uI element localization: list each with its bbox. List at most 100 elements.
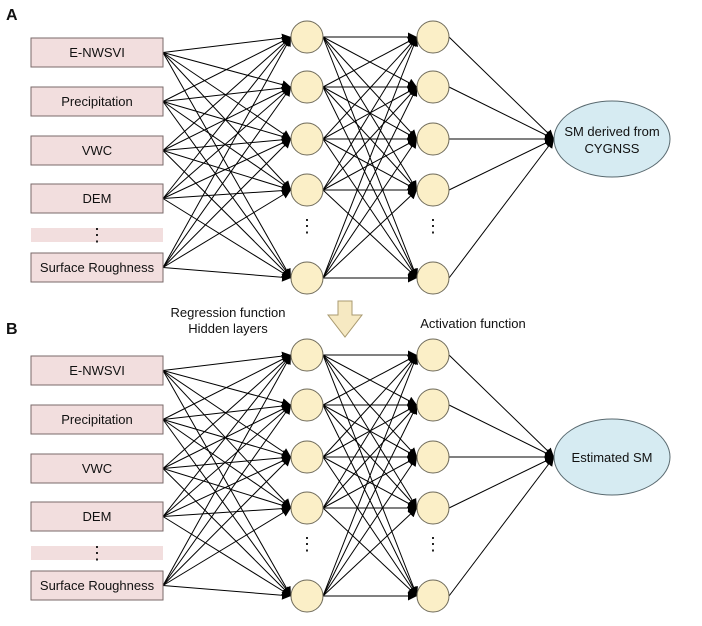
- panel-b-input-box: [30, 404, 164, 435]
- panel-b-input-edge: [162, 456, 292, 517]
- panel-b-hidden-edge: [322, 354, 418, 458]
- panel-b-input-box: [30, 570, 164, 601]
- panel-a-input-edge: [162, 267, 292, 282]
- panel-b-input-ellipsis: ⋮: [88, 543, 106, 563]
- panel-b-hidden-layer-1-neuron: [290, 388, 324, 422]
- panel-a-hidden-layer-1-neuron: [290, 122, 324, 156]
- panel-a-input-edge: [162, 36, 292, 268]
- panel-a-input-label: E-NWSVI: [69, 45, 125, 60]
- panel-a-input-label: VWC: [82, 143, 112, 158]
- panel-b-output-edge: [448, 404, 555, 458]
- panel-b-connections: [162, 350, 555, 601]
- panel-b-hidden-layer-2-neuron: [416, 491, 450, 525]
- panel-a-input-edge: [162, 52, 292, 279]
- panel-a-hidden-layer-2-neuron: [416, 70, 450, 104]
- panel-a-hidden-edge: [322, 189, 418, 279]
- panel-b-hidden-layer-1-neuron: [290, 579, 324, 613]
- panel-a-hidden-layer-2-neuron: [416, 122, 450, 156]
- panel-a-input-edge: [162, 138, 292, 268]
- panel-b-input-edge: [162, 419, 292, 509]
- panel-a-hidden-layer-2-ellipsis: ⋮: [424, 216, 442, 236]
- panel-a-hidden-layer-1-neuron: [290, 261, 324, 295]
- panel-b-input-box: [30, 355, 164, 386]
- panel-b-input-edge: [162, 404, 292, 586]
- panel-b-hidden-layer-1-neuron: [290, 491, 324, 525]
- panel-b-hidden-edge: [322, 404, 418, 597]
- panel-b-hidden-layer-1-neuron: [290, 338, 324, 372]
- panel-b-input-edge: [162, 453, 292, 469]
- panel-a-input-label: Surface Roughness: [40, 260, 155, 275]
- panel-a-hidden-edge: [322, 36, 418, 279]
- panel-a-input-edge: [162, 101, 292, 191]
- panel-a-input-edge: [162, 186, 292, 199]
- panel-a-input-edge: [162, 189, 292, 268]
- panel-b-hidden-layer-2-ellipsis: ⋮: [424, 534, 442, 554]
- panel-b-input-edge: [162, 585, 292, 600]
- panel-a-hidden-edge: [322, 36, 418, 191]
- panel-a-input-edge: [162, 33, 292, 53]
- panel-b-output-edge: [448, 456, 555, 597]
- panel-a-input-edge: [162, 36, 292, 199]
- panel-b-output-label: Estimated SM: [572, 450, 653, 465]
- panel-b-output-edge: [448, 354, 555, 458]
- panel-a-input-edge: [162, 150, 292, 192]
- panel-b-input-label: E-NWSVI: [69, 363, 125, 378]
- panel-a-input-edge: [162, 135, 292, 151]
- panel-b-input-edge: [162, 468, 292, 510]
- panel-a-hidden-layer-2-neuron: [416, 173, 450, 207]
- panel-b-hidden-layer-2-neuron: [416, 388, 450, 422]
- panel-b-input-box: [30, 501, 164, 532]
- panel-b-hidden-edge: [322, 354, 418, 509]
- panel-a-output-edge: [448, 36, 555, 140]
- panel-a-input-edge: [162, 138, 292, 199]
- panel-b-input-edge: [162, 354, 292, 420]
- panel-b-hidden-edge: [322, 456, 418, 509]
- panel-a-input-edge: [162, 86, 292, 199]
- panel-b-hidden-layer-2-neuron: [416, 440, 450, 474]
- panel-a-input-box: [30, 252, 164, 283]
- panel-a-hidden-edge: [322, 36, 418, 140]
- panel-a-connections: [162, 32, 555, 283]
- panel-b-label: B: [6, 321, 18, 338]
- panel-a-hidden-edge: [322, 86, 418, 279]
- panel-b-input-placeholder: [31, 546, 163, 560]
- panel-b-input-edge: [162, 354, 292, 517]
- panel-b-hidden-edge: [322, 354, 418, 597]
- panel-b-input-label: VWC: [82, 461, 112, 476]
- panel-b-input-edge: [162, 351, 292, 371]
- panel-b-input-label: DEM: [83, 509, 112, 524]
- panel-b-input-edge: [162, 370, 292, 597]
- panel-b-input-edge: [162, 456, 292, 586]
- panel-a-input-edge: [162, 52, 292, 140]
- panel-b-hidden-layer-1-neuron: [290, 440, 324, 474]
- panel-b-input-edge: [162, 354, 292, 469]
- panel-b-output-edge: [448, 456, 555, 509]
- panel-a-output-edge: [448, 138, 555, 191]
- panel-a-hidden-layer-1-neuron: [290, 70, 324, 104]
- panel-a-input-placeholder: [31, 228, 163, 242]
- panel-b-input-edge: [162, 370, 292, 458]
- panel-b-hidden-edge: [322, 507, 418, 597]
- panel-b-input-label: Precipitation: [61, 412, 133, 427]
- panel-a-input-box: [30, 183, 164, 214]
- panel-a-input-label: Precipitation: [61, 94, 133, 109]
- panel-a-input-box: [30, 135, 164, 166]
- panel-a-output-node: [553, 100, 671, 178]
- panel-b-hidden-layer-2-neuron: [416, 338, 450, 372]
- panel-b-input-edge: [162, 370, 292, 509]
- panel-b-input-edge: [162, 404, 292, 469]
- panel-a-input-edge: [162, 36, 292, 102]
- panel-a-output-label: CYGNSS: [585, 141, 640, 156]
- panel-b-input-edge: [162, 504, 292, 517]
- panel-b-input-edge: [162, 419, 292, 459]
- panel-b-input-edge: [162, 507, 292, 586]
- panel-b-hidden-layer-2-neuron: [416, 579, 450, 613]
- panel-b-input-edge: [162, 354, 292, 586]
- panel-a-hidden-layer-1-neuron: [290, 20, 324, 54]
- panel-a-input-edge: [162, 36, 292, 151]
- panel-a-hidden-edge: [322, 86, 418, 191]
